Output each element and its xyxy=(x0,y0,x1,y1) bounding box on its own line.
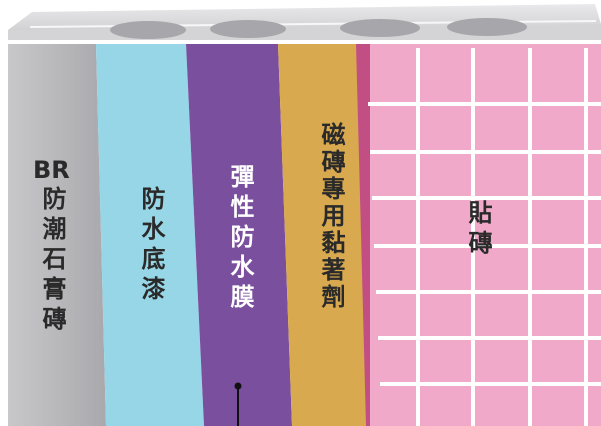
gypsum-prefix-label: BR xyxy=(33,156,70,184)
tile-grout-grid xyxy=(368,48,601,426)
tile-label: 貼磚 xyxy=(464,200,493,260)
top-hollow-4 xyxy=(447,18,527,36)
adhesive-label: 磁磚專用黏著劑 xyxy=(317,122,346,311)
top-hollow-2 xyxy=(210,20,286,38)
layer-tile xyxy=(370,44,601,426)
top-hollow-3 xyxy=(340,19,420,37)
primer-label: 防水底漆 xyxy=(137,186,166,306)
layer-gypsum xyxy=(8,44,106,426)
top-hollow-1 xyxy=(110,21,186,39)
membrane-label: 彈性防水膜 xyxy=(226,164,255,314)
gypsum-label: 防潮石膏磚 xyxy=(38,186,67,336)
layer-adhesive xyxy=(278,44,372,426)
layer-membrane xyxy=(186,44,292,426)
layer-primer xyxy=(96,44,204,426)
